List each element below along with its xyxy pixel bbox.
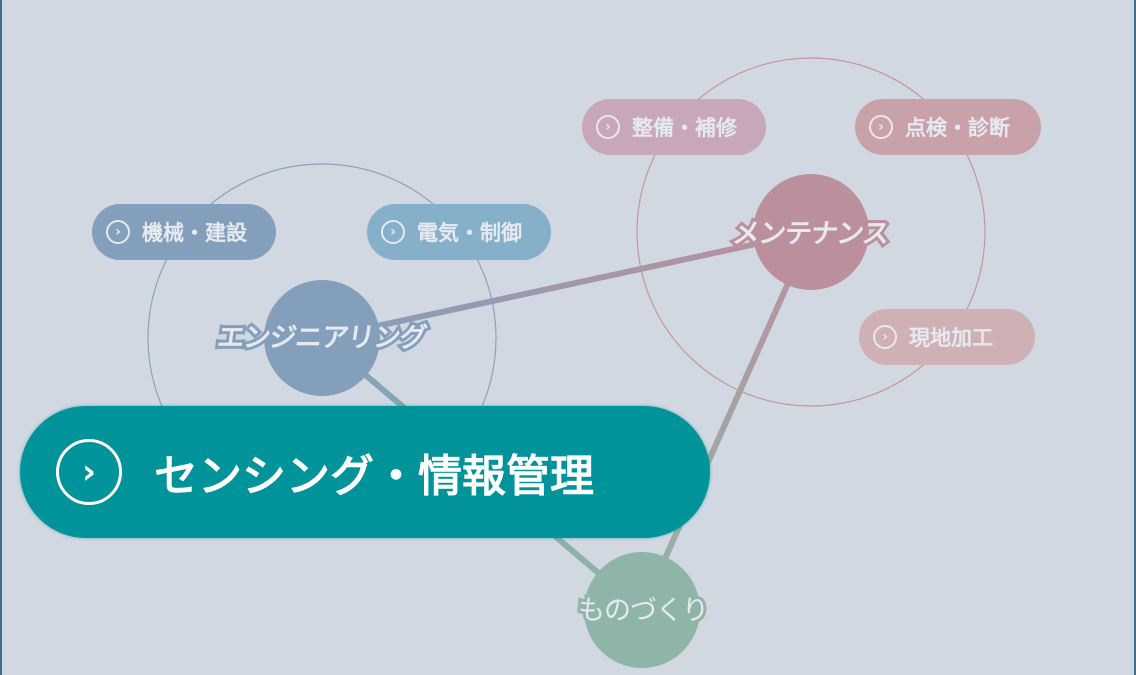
chevron-right-circle-icon: › — [381, 220, 405, 244]
sensing-information-management-label: センシング・情報管理 — [154, 451, 594, 502]
sensing-information-management-button[interactable]: › センシング・情報管理 — [20, 406, 710, 538]
engineering-hub-label: エンジニアリング — [212, 320, 430, 357]
chevron-right-circle-icon: › — [596, 115, 620, 139]
onsite-machining-button[interactable]: › 現地加工 — [859, 309, 1035, 365]
chevron-right-circle-icon: › — [56, 439, 122, 505]
repair-maintenance-label: 整備・補修 — [632, 116, 737, 140]
maintenance-hub[interactable] — [753, 174, 869, 290]
engineering-maintenance-link — [321, 229, 812, 341]
engineering-hub[interactable] — [264, 280, 380, 396]
monozukuri-hub[interactable] — [584, 552, 700, 668]
onsite-machining-label: 現地加工 — [909, 326, 993, 350]
machinery-construction-label: 機械・建設 — [142, 221, 247, 245]
machinery-construction-button[interactable]: › 機械・建設 — [92, 204, 276, 260]
monozukuri-hub-label: ものづくり — [575, 593, 712, 630]
inspection-diagnosis-label: 点検・診断 — [905, 116, 1010, 140]
inspection-diagnosis-button[interactable]: › 点検・診断 — [855, 99, 1041, 155]
maintenance-orbit — [636, 57, 986, 407]
chevron-right-circle-icon: › — [869, 115, 893, 139]
repair-maintenance-button[interactable]: › 整備・補修 — [582, 99, 766, 155]
maintenance-monozukuri-link — [639, 230, 814, 612]
chevron-right-circle-icon: › — [873, 325, 897, 349]
electrical-control-button[interactable]: › 電気・制御 — [367, 204, 551, 260]
chevron-right-circle-icon: › — [106, 220, 130, 244]
maintenance-hub-label: メンテナンス — [728, 216, 894, 253]
electrical-control-label: 電気・制御 — [417, 221, 522, 245]
